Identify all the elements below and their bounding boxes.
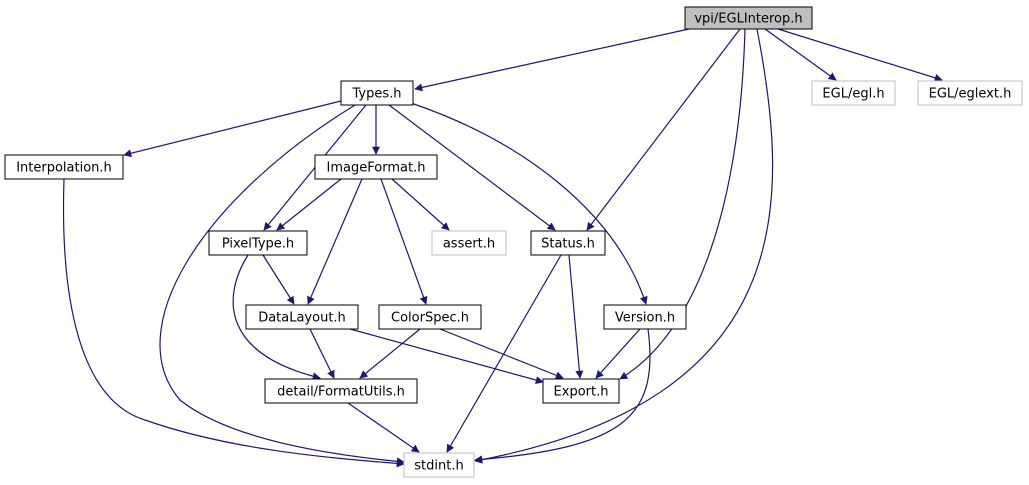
node-label-egl: EGL/egl.h <box>822 87 884 102</box>
node-pixeltype[interactable]: PixelType.h <box>208 230 308 256</box>
edge-datalayout-to-export <box>349 328 544 384</box>
node-status[interactable]: Status.h <box>530 230 606 256</box>
edge-datalayout-to-formatutils <box>309 328 335 379</box>
edge-version-to-export <box>595 328 641 379</box>
edge-pixeltype-to-datalayout <box>262 254 295 305</box>
node-box-export <box>542 378 620 404</box>
node-label-export: Export.h <box>554 385 609 400</box>
node-box-formatutils <box>264 378 418 404</box>
node-label-stdint: stdint.h <box>414 459 463 474</box>
edge-pixeltype-to-formatutils <box>232 254 321 381</box>
node-label-status: Status.h <box>541 237 595 252</box>
node-box-eglext <box>917 80 1023 106</box>
node-formatutils[interactable]: detail/FormatUtils.h <box>264 378 418 404</box>
node-box-vpi_eglinterop <box>684 6 813 30</box>
edge-types-to-version <box>410 102 648 305</box>
node-egl: EGL/egl.h <box>811 80 896 106</box>
node-assert: assert.h <box>431 230 507 256</box>
node-label-vpi_eglinterop: vpi/EGLInterop.h <box>694 12 802 27</box>
edge-version-to-stdint <box>474 328 651 464</box>
node-types[interactable]: Types.h <box>340 80 414 106</box>
edge-vpi_eglinterop-to-egl <box>764 28 837 81</box>
node-box-pixeltype <box>208 230 308 256</box>
edge-imageformat-to-pixeltype <box>276 178 342 231</box>
node-label-assert: assert.h <box>443 237 495 252</box>
node-box-stdint <box>403 452 475 478</box>
edge-imageformat-to-colorspec <box>380 178 428 305</box>
node-label-formatutils: detail/FormatUtils.h <box>277 385 405 400</box>
node-stdint: stdint.h <box>403 452 475 478</box>
node-box-egl <box>811 80 896 106</box>
node-interpolation[interactable]: Interpolation.h <box>4 154 124 180</box>
node-box-version <box>603 304 687 330</box>
edge-colorspec-to-formatutils <box>359 328 421 379</box>
node-label-eglext: EGL/eglext.h <box>929 87 1012 102</box>
edge-imageformat-to-assert <box>391 178 450 231</box>
node-label-imageformat: ImageFormat.h <box>327 161 426 176</box>
node-box-imageformat <box>314 154 438 180</box>
edge-imageformat-to-datalayout <box>307 178 363 305</box>
node-box-types <box>340 80 414 106</box>
edge-vpi_eglinterop-to-stdint <box>474 28 774 464</box>
edge-colorspec-to-export <box>439 328 564 380</box>
node-box-colorspec <box>378 304 482 330</box>
node-label-datalayout: DataLayout.h <box>258 311 346 326</box>
node-label-version: Version.h <box>615 311 675 326</box>
node-vpi_eglinterop[interactable]: vpi/EGLInterop.h <box>684 6 813 30</box>
node-colorspec[interactable]: ColorSpec.h <box>378 304 482 330</box>
node-label-pixeltype: PixelType.h <box>222 237 294 252</box>
edge-vpi_eglinterop-to-types <box>414 28 690 92</box>
node-box-interpolation <box>4 154 124 180</box>
node-datalayout[interactable]: DataLayout.h <box>245 304 359 330</box>
edge-interpolation-to-stdint <box>62 178 405 468</box>
node-label-interpolation: Interpolation.h <box>16 161 112 176</box>
edge-status-to-export <box>568 254 584 379</box>
node-box-assert <box>431 230 507 256</box>
edge-formatutils-to-stdint <box>347 402 420 453</box>
edge-types-to-status <box>388 104 556 231</box>
edges-layer <box>62 28 943 468</box>
edge-types-to-stdint <box>159 104 405 466</box>
node-export[interactable]: Export.h <box>542 378 620 404</box>
edge-vpi_eglinterop-to-status <box>586 28 741 231</box>
edge-types-to-interpolation <box>123 100 342 158</box>
edge-status-to-stdint <box>446 254 562 453</box>
node-label-colorspec: ColorSpec.h <box>391 311 469 326</box>
node-version[interactable]: Version.h <box>603 304 687 330</box>
node-label-types: Types.h <box>351 87 401 102</box>
node-imageformat[interactable]: ImageFormat.h <box>314 154 438 180</box>
node-eglext: EGL/eglext.h <box>917 80 1023 106</box>
node-box-datalayout <box>245 304 359 330</box>
edge-vpi_eglinterop-to-eglext <box>777 28 943 82</box>
node-box-status <box>530 230 606 256</box>
